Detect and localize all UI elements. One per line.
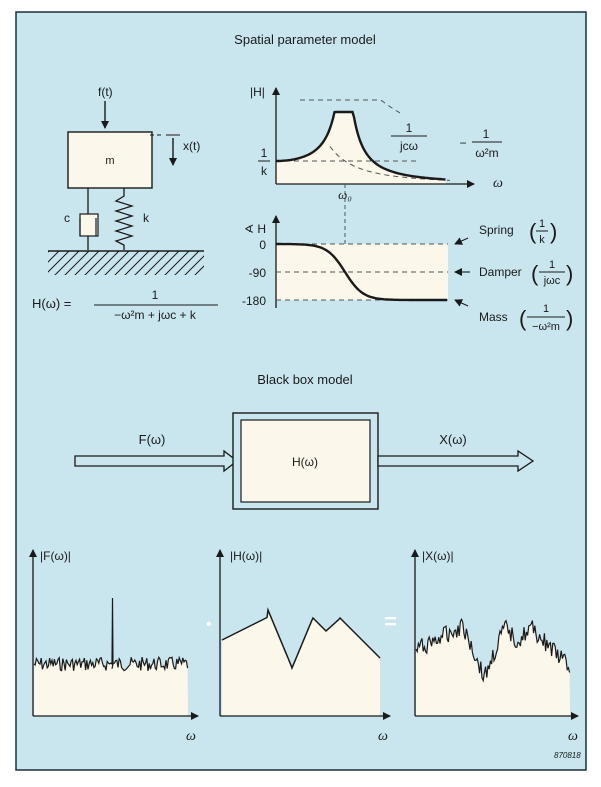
damper-word: Damper <box>479 265 522 279</box>
mass-block <box>67 131 153 189</box>
output-spectrum-plot: |X(ω)| ω <box>411 549 579 744</box>
damper-fraction-num: 1 <box>549 259 555 271</box>
svg-text:(: ( <box>519 306 527 331</box>
frf-spectrum-omega: ω <box>378 729 388 744</box>
input-label: F(ω) <box>139 432 166 447</box>
spring-fraction-den: k <box>539 234 545 246</box>
input-spectrum-omega: ω <box>186 729 196 744</box>
spring-coil <box>113 188 135 250</box>
phase-tick-90: -90 <box>249 266 267 280</box>
svg-text:(: ( <box>531 261 539 286</box>
damper-fraction-den: jωc <box>543 275 561 287</box>
mass-fraction-num: 1 <box>543 303 549 315</box>
figure-code: 870818 <box>554 751 581 760</box>
input-spectrum-label: |F(ω)| <box>40 549 71 563</box>
mass-asym-denominator: ω²m <box>475 146 498 160</box>
system-label: H(ω) <box>292 455 318 469</box>
magnitude-curve <box>276 110 446 181</box>
svg-text:(: ( <box>529 219 537 244</box>
transfer-function-formula: H(ω) = 1 −ω²m + jωc + k <box>32 288 218 322</box>
damper-cylinder <box>79 213 99 237</box>
frf-spectrum-label: |H(ω)| <box>230 549 262 563</box>
mass-asym-numerator: 1 <box>483 127 490 141</box>
input-spectrum-curve <box>33 597 189 672</box>
stiffness-denominator: k <box>261 164 268 178</box>
phase-tick-0: 0 <box>259 238 266 252</box>
phase-plot: ∢ H 0 -90 -180 Spring ( 1 k ) Damper ( 1… <box>242 215 573 333</box>
transfer-lhs: H(ω) = <box>32 296 71 311</box>
damper-asym-denominator: jcω <box>399 139 418 153</box>
input-arrow <box>74 449 239 473</box>
system-box-inner <box>240 419 371 503</box>
mass-pointer <box>454 299 469 307</box>
phase-tick-180: -180 <box>242 294 266 308</box>
svg-text:): ) <box>566 261 573 286</box>
phase-axis-label: ∢ H <box>244 222 266 236</box>
output-spectrum-curve <box>415 617 571 683</box>
mass-word: Mass <box>479 310 508 324</box>
transfer-denominator: −ω²m + jωc + k <box>114 308 197 322</box>
phase-curve <box>276 242 447 302</box>
frf-spectrum-plot: |H(ω)| ω <box>216 549 391 744</box>
spring-label: k <box>143 211 150 225</box>
output-spectrum-omega: ω <box>568 729 578 744</box>
magnitude-omega-label: ω <box>493 176 503 191</box>
equals-sign: = <box>384 609 397 634</box>
magnitude-area <box>276 112 446 184</box>
multiply-sign: • <box>206 616 212 633</box>
mass-spring-damper-diagram: f(t) m x(t) c k <box>48 85 204 275</box>
mass-fraction-den: −ω²m <box>532 321 560 333</box>
black-box-title: Black box model <box>257 372 352 387</box>
output-spectrum-label: |X(ω)| <box>422 549 454 563</box>
damper-asymptote <box>300 99 401 114</box>
output-label: X(ω) <box>439 432 466 447</box>
displacement-label: x(t) <box>183 139 200 153</box>
spring-word: Spring <box>479 223 514 237</box>
spatial-model-title: Spatial parameter model <box>234 32 376 47</box>
mass-label: m <box>105 155 114 167</box>
magnitude-plot: |H| 1 k 1 jcω − 1 ω²m ω ω₀ <box>250 85 503 300</box>
output-arrow <box>377 449 535 473</box>
mass-asym-sign: − <box>459 136 466 150</box>
resonance-label: ω₀ <box>338 187 352 202</box>
stiffness-numerator: 1 <box>261 146 268 160</box>
magnitude-axis-label: |H| <box>250 85 265 99</box>
ground-hatching <box>48 251 204 275</box>
frf-spectrum-curve <box>221 607 381 671</box>
force-label: f(t) <box>98 85 113 99</box>
transfer-numerator: 1 <box>152 288 159 302</box>
svg-text:): ) <box>550 219 557 244</box>
damper-label: c <box>64 211 70 225</box>
spring-fraction-num: 1 <box>539 218 545 230</box>
damper-asym-numerator: 1 <box>406 121 413 135</box>
spring-pointer <box>454 237 469 245</box>
black-box-diagram: F(ω) H(ω) X(ω) <box>74 412 535 510</box>
input-spectrum-plot: |F(ω)| ω <box>29 549 199 744</box>
svg-text:): ) <box>566 306 573 331</box>
